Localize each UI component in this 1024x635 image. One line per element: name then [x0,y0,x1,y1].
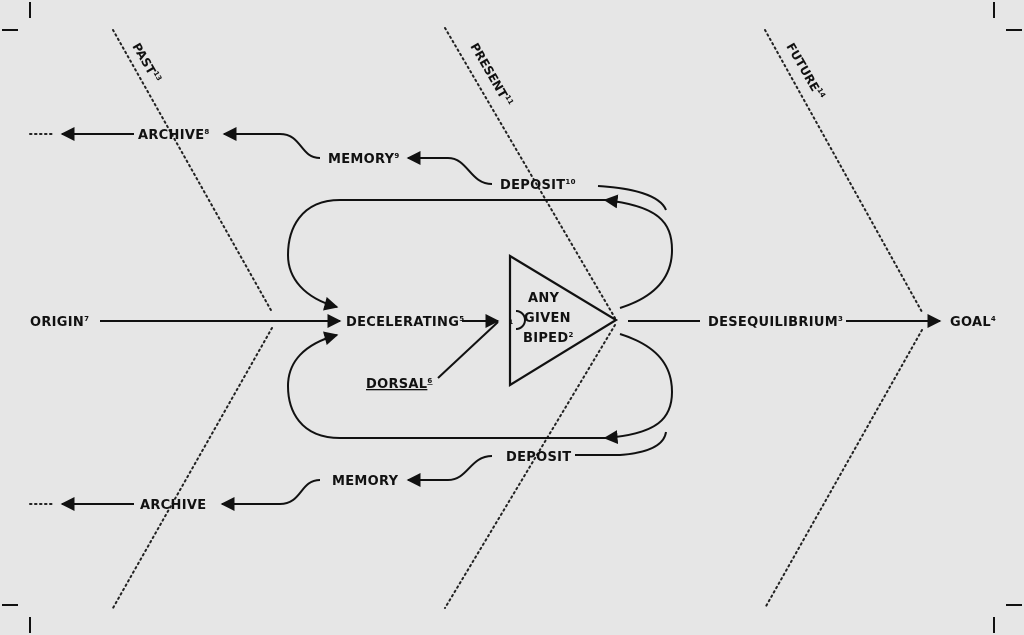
node-biped-line3: BIPED2 [523,331,574,346]
node-biped-line1: ANY [528,291,560,306]
era-divider-future [764,29,923,609]
memory-to-archive-bottom-arrow [220,479,321,511]
dorsal-marker-note: 1 [509,319,513,326]
node-archive-bottom: ARCHIVE [140,498,206,513]
lower-tail-curve [575,431,667,456]
deposit-to-memory-bottom-arrow [406,455,493,487]
upper-loop-left-arrow [286,199,612,311]
lower-loop-left-arrow [286,331,612,439]
dorsal-connector-line [437,321,499,379]
node-decelerating: DECELERATING5 [346,315,464,330]
node-deposit-bottom: DEPOSIT [506,450,571,465]
node-goal: GOAL4 [950,315,996,330]
upper-loop-right-arrow [603,194,674,309]
memory-to-archive-top-arrow [222,127,321,159]
dorsal-marker-icon [515,310,526,330]
era-label-past: PAST13 [129,41,163,86]
node-memory-bottom: MEMORY [332,474,399,489]
node-memory-top: MEMORY9 [328,152,400,167]
node-dorsal: DORSAL6 [366,377,433,392]
era-label-future: FUTURE14 [783,41,827,103]
node-deposit-top: DEPOSIT10 [500,178,576,193]
node-biped-line2: GIVEN [524,311,571,326]
node-desequilibrium: DESEQUILIBRIUM3 [708,315,843,330]
node-archive-top: ARCHIVE8 [138,128,210,143]
era-divider-present [444,27,616,609]
node-origin: ORIGIN7 [30,315,89,330]
biped-triangle [508,254,619,387]
era-divider-past [112,29,273,609]
era-label-present: PRESENT11 [467,41,515,110]
deposit-to-memory-top-arrow [406,151,493,185]
upper-tail-curve [597,185,667,211]
lower-loop-right-arrow [603,333,674,445]
